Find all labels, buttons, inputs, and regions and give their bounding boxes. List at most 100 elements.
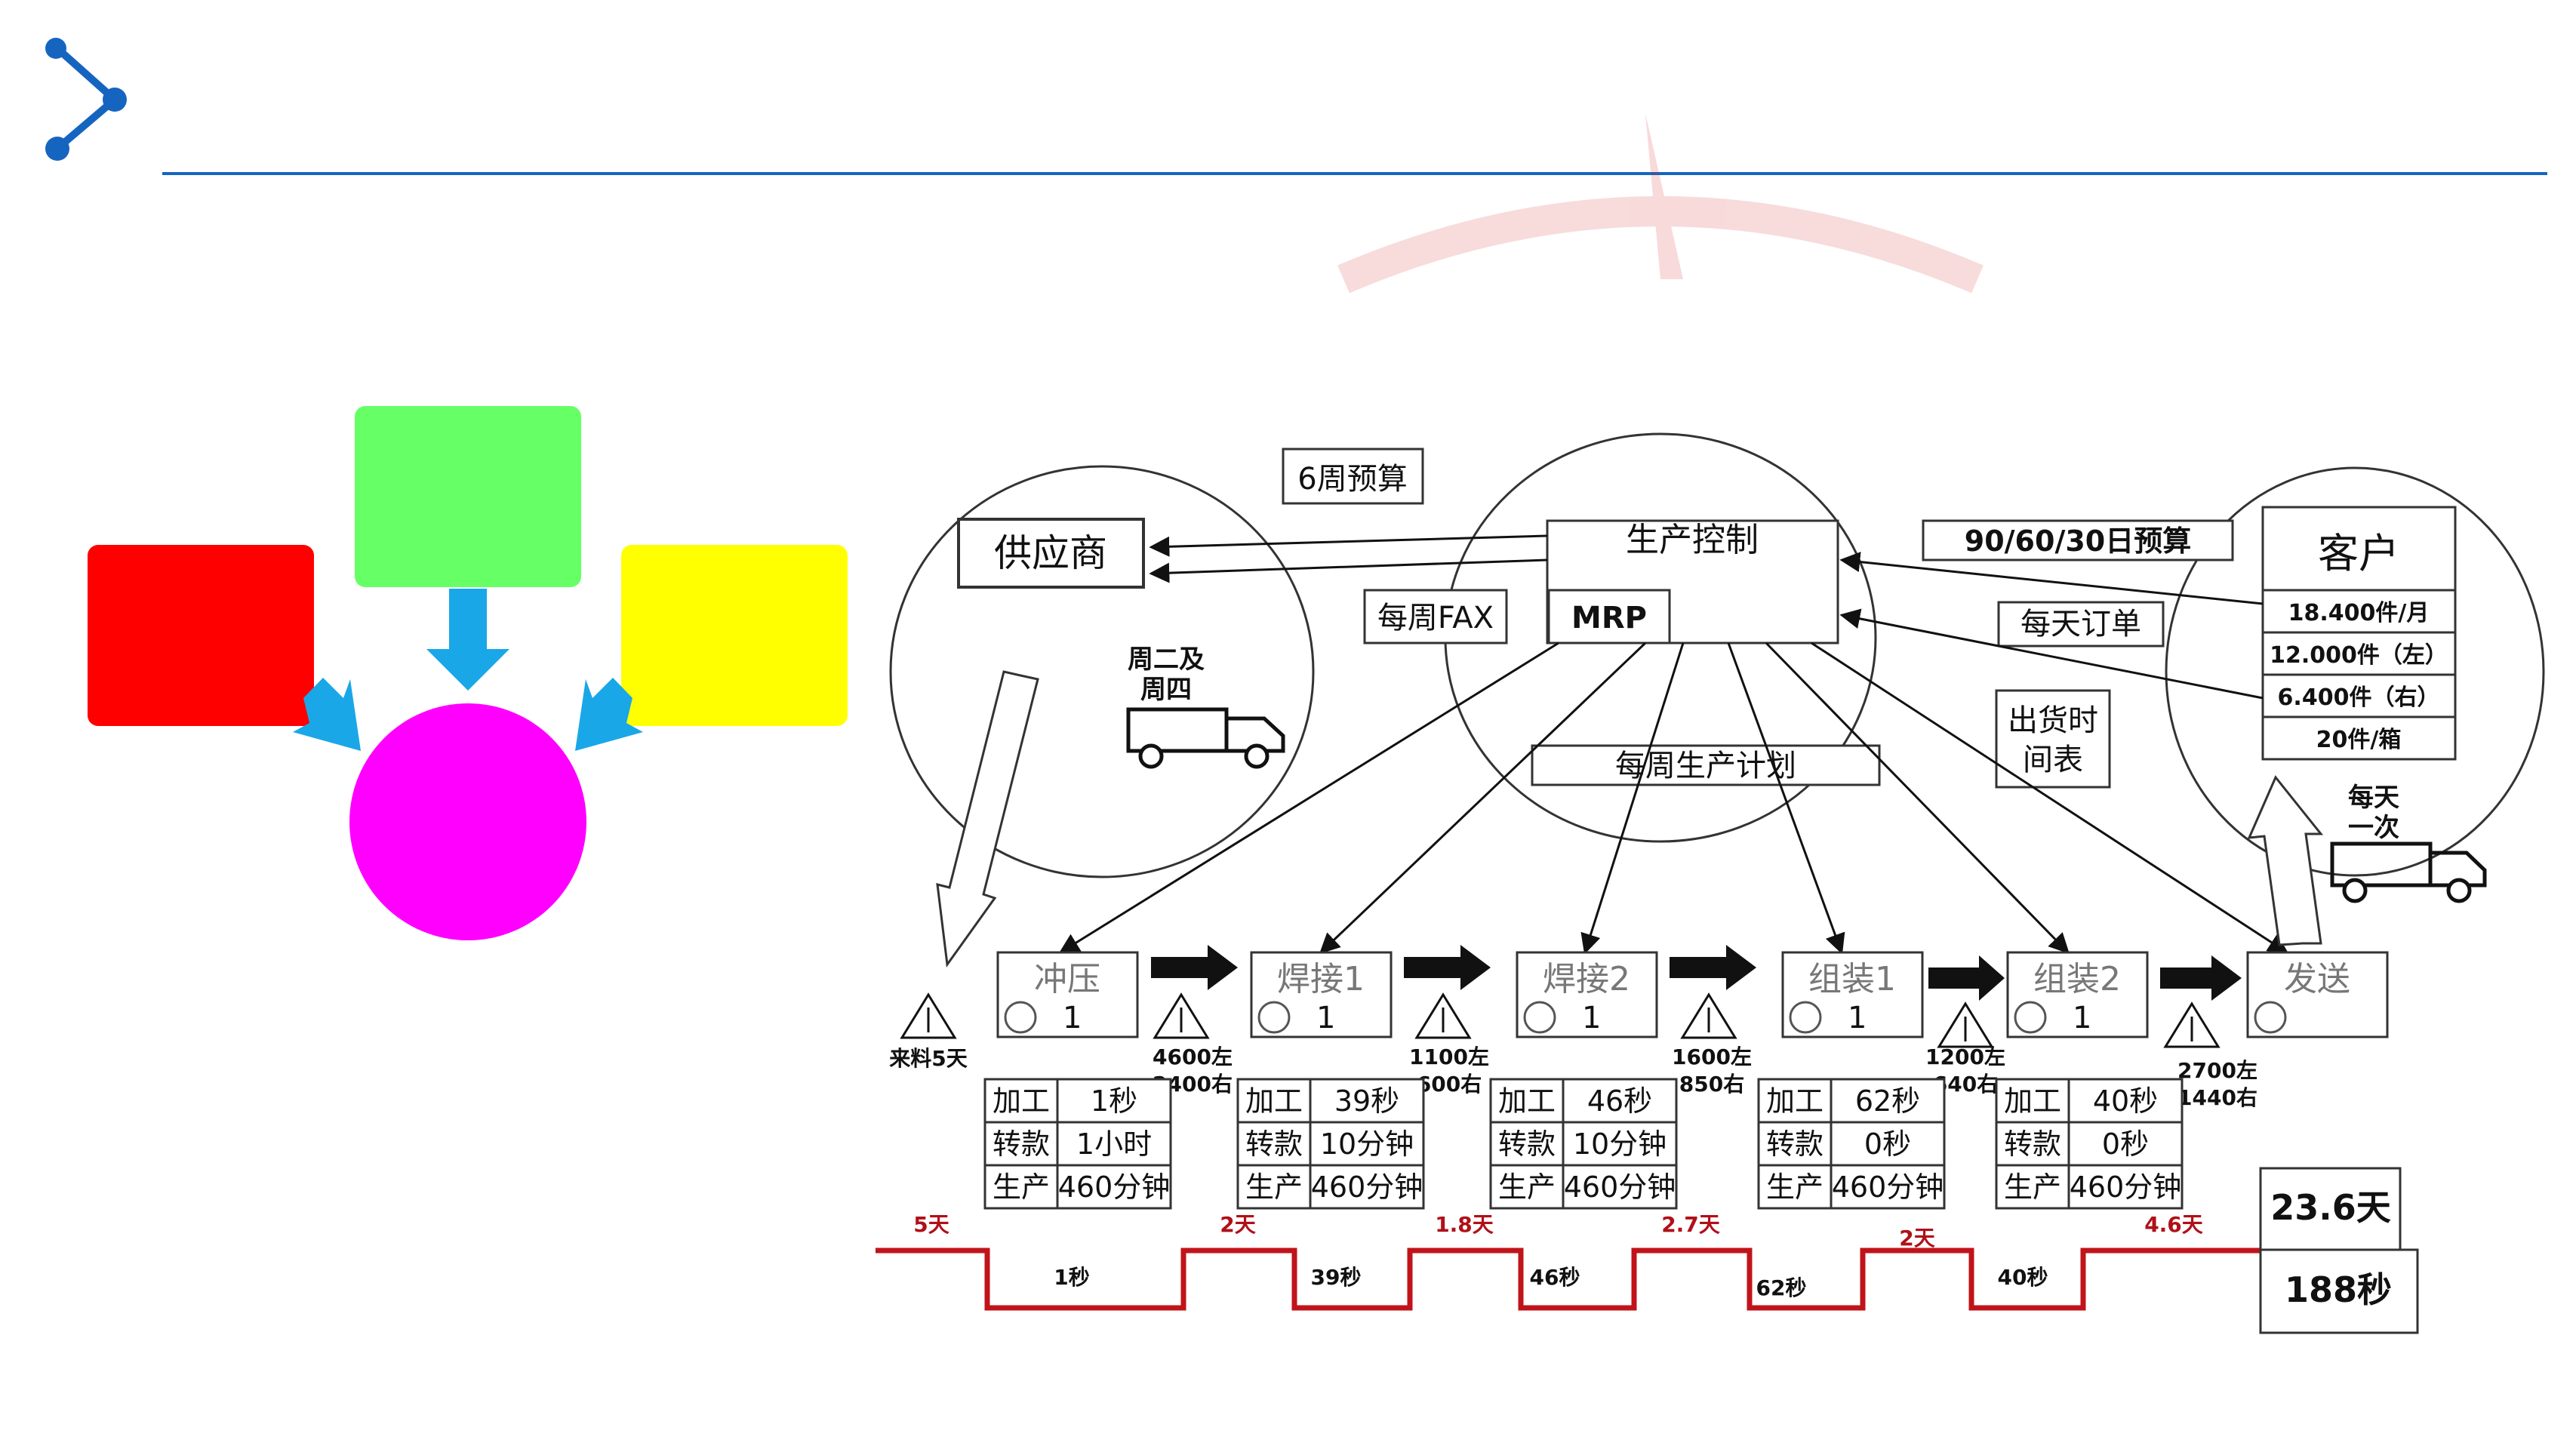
data-box-label: 转款 <box>1498 1128 1556 1161</box>
supplier-delivery-arrow <box>936 670 1039 968</box>
data-box-label: 加工 <box>1766 1084 1824 1118</box>
supplier-label: 供应商 <box>994 531 1107 575</box>
data-box <box>1995 1078 2184 1210</box>
lead-time-label: 4.6天 <box>2144 1212 2203 1237</box>
production-control-label: 生产控制 <box>1626 521 1759 559</box>
budget-90-box <box>1922 519 2234 561</box>
ship-schedule-line1: 出货时 <box>2008 703 2098 738</box>
data-box-label: 转款 <box>1766 1128 1824 1161</box>
customer-demand-table: 18.400件/月 12.000件（左） 6.400件（右） 20件/箱 <box>2261 589 2457 761</box>
total-process-time: 188秒 <box>2285 1269 2392 1310</box>
operator-count: 1 <box>1582 1001 1601 1035</box>
data-box-label: 生产 <box>1498 1171 1556 1204</box>
process-time-label: 62秒 <box>1756 1275 1807 1300</box>
process-name: 焊接2 <box>1543 960 1630 998</box>
yellow-square <box>621 545 848 726</box>
weekly-plan-label: 每周生产计划 <box>1615 749 1796 783</box>
budget-90-label: 90/60/30日预算 <box>1965 525 2191 558</box>
red-square <box>88 545 314 726</box>
inventory-left: 1100左 <box>1409 1044 1489 1069</box>
ship-schedule-line2: 间表 <box>2023 743 2083 777</box>
data-box <box>1757 1078 1946 1210</box>
lead-time-label: 5天 <box>913 1212 949 1237</box>
customer-box-qty: 20件/箱 <box>2316 727 2402 753</box>
inventory-left: 4600左 <box>1153 1044 1233 1069</box>
supplier-truck-line2: 周四 <box>1140 675 1192 705</box>
lead-time-ladder <box>876 1247 2261 1311</box>
diagonal-arrow-icon-right <box>575 678 643 751</box>
total-lead-time-box <box>2259 1167 2402 1251</box>
data-box-value: 46秒 <box>1587 1084 1652 1118</box>
customer-shipment-arrow <box>2247 775 2324 946</box>
data-box-value: 460分钟 <box>1832 1171 1944 1204</box>
process-box-welding1: 焊接1 1 <box>1250 951 1393 1038</box>
customer-circle <box>2165 466 2545 877</box>
data-box-label: 转款 <box>1245 1128 1303 1161</box>
total-lead-time: 23.6天 <box>2270 1187 2391 1228</box>
down-arrow-icon <box>426 589 509 691</box>
data-box-value: 10分钟 <box>1320 1128 1414 1161</box>
process-name: 发送 <box>2284 960 2350 998</box>
inventory-left: 1200左 <box>1925 1044 2005 1069</box>
process-name: 冲压 <box>1034 960 1100 998</box>
ship-schedule-box <box>1995 689 2111 789</box>
inventory-right: 850右 <box>1679 1072 1744 1097</box>
raw-material-inventory-icon <box>900 992 957 1039</box>
process-name: 焊接1 <box>1277 960 1365 998</box>
data-box-label: 加工 <box>993 1084 1050 1118</box>
data-box-value: 40秒 <box>2093 1084 2158 1118</box>
process-box-assembly1: 组装1 1 <box>1781 951 1924 1038</box>
operator-icon <box>2254 1001 2287 1034</box>
data-box-value: 62秒 <box>1855 1084 1920 1118</box>
green-square <box>355 406 581 587</box>
operator-count: 1 <box>1316 1001 1335 1035</box>
data-box-value: 460分钟 <box>1311 1171 1423 1204</box>
weekly-fax-label: 每周FAX <box>1377 601 1494 635</box>
process-box-assembly2: 组装2 1 <box>2006 951 2149 1038</box>
share-icon <box>45 38 127 161</box>
raw-material-label: 来料5天 <box>889 1046 967 1071</box>
process-time-label: 1秒 <box>1054 1265 1089 1290</box>
operator-count: 1 <box>1848 1001 1867 1035</box>
budget-6w-box <box>1282 448 1424 505</box>
data-box-value: 1秒 <box>1091 1084 1137 1118</box>
data-box-label: 转款 <box>2004 1128 2061 1161</box>
data-box <box>983 1078 1172 1210</box>
data-box <box>1236 1078 1425 1210</box>
process-time-label: 46秒 <box>1530 1265 1580 1290</box>
budget-6w-label: 6周预算 <box>1297 462 1407 497</box>
process-box-shipping: 发送 <box>2246 951 2389 1038</box>
operator-icon <box>1789 1001 1822 1034</box>
data-box-label: 生产 <box>1766 1171 1824 1204</box>
data-box-label: 生产 <box>993 1171 1050 1204</box>
inventory-left: 1600左 <box>1672 1044 1752 1069</box>
data-box-label: 生产 <box>2004 1171 2061 1204</box>
data-box-value: 1小时 <box>1076 1128 1152 1161</box>
data-box-value: 460分钟 <box>1058 1171 1171 1204</box>
inventory-left: 2700左 <box>2177 1058 2257 1083</box>
total-process-time-box <box>2259 1248 2419 1334</box>
customer-demand-right: 6.400件（右） <box>2278 685 2440 711</box>
supplier-truck-line1: 周二及 <box>1128 645 1205 675</box>
lead-time-label: 2天 <box>1899 1226 1934 1251</box>
data-box-label: 转款 <box>993 1128 1050 1161</box>
customer-box <box>2261 506 2457 592</box>
lead-time-label: 2.7天 <box>1661 1212 1720 1237</box>
operator-count: 1 <box>1063 1001 1082 1035</box>
data-box-label: 加工 <box>2004 1084 2061 1118</box>
operator-icon <box>1523 1001 1556 1034</box>
customer-truck-icon <box>2330 841 2487 903</box>
operator-count: 1 <box>2073 1001 2091 1035</box>
data-box-value: 460分钟 <box>2070 1171 2182 1204</box>
supplier-circle <box>889 465 1315 878</box>
weekly-plan-box <box>1531 744 1881 786</box>
process-name: 组装1 <box>1808 960 1896 998</box>
weekly-fax-box <box>1363 589 1508 645</box>
customer-label: 客户 <box>2318 530 2399 577</box>
inventory-right: 1440右 <box>2177 1085 2257 1110</box>
data-box-value: 10分钟 <box>1573 1128 1667 1161</box>
magenta-circle <box>349 703 586 940</box>
data-box <box>1489 1078 1678 1210</box>
